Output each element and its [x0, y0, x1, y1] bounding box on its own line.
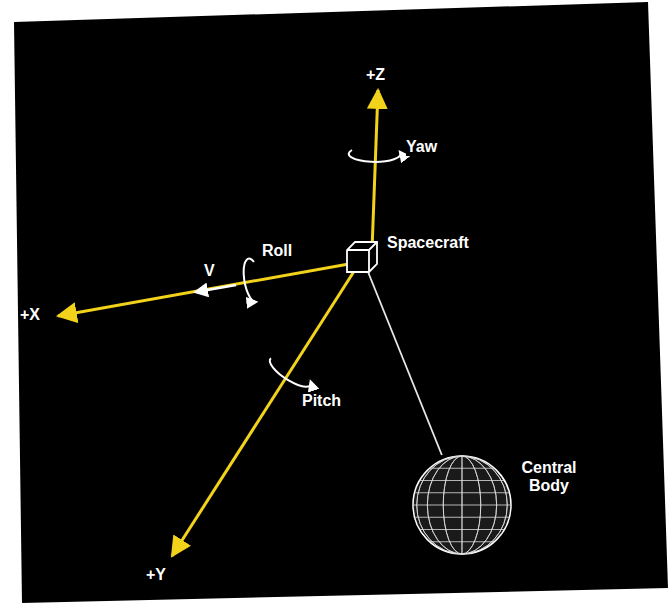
- nadir-line: [368, 272, 442, 455]
- dark-panel: [14, 2, 668, 603]
- node-label: Central Body: [518, 459, 580, 496]
- roll-rotation: [244, 259, 256, 302]
- cube-shape: [347, 242, 377, 272]
- y-axis: [172, 262, 360, 556]
- rotation-label: Roll: [262, 242, 292, 260]
- axis-label: +Y: [146, 566, 166, 584]
- velocity-label: V: [204, 262, 215, 280]
- spacecraft-node: Spacecraft: [347, 242, 377, 272]
- z-axis: [372, 90, 378, 250]
- axis-label: +Z: [366, 66, 385, 84]
- node-label: Spacecraft: [387, 234, 469, 252]
- velocity-arrow: [196, 285, 236, 292]
- yaw-rotation: [349, 150, 401, 162]
- axis-label: +X: [20, 306, 40, 324]
- rotation-label: Yaw: [406, 138, 437, 156]
- pitch-rotation: [266, 356, 312, 391]
- central-body-node: Central Body: [412, 455, 512, 555]
- sphere-shape: [412, 455, 512, 555]
- x-axis: [58, 262, 360, 316]
- rotation-label: Pitch: [302, 392, 341, 410]
